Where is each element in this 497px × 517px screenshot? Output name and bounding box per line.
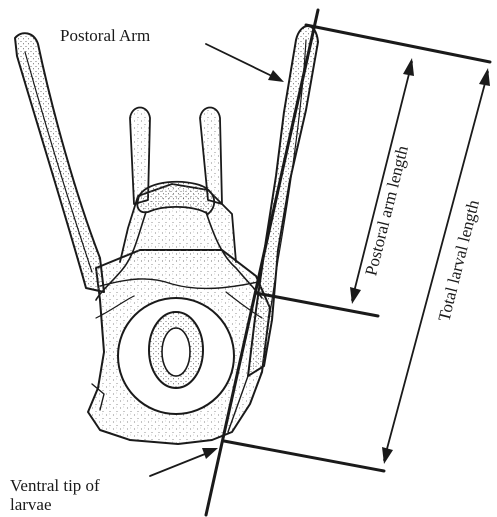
arrowhead-postoral-bottom [350, 287, 361, 304]
bottom-reference-line [224, 441, 384, 471]
postoral-arm-pointer [206, 44, 276, 78]
total-larval-length-arrow [384, 72, 488, 460]
ventral-tip-label-line2: larvae [10, 495, 52, 514]
total-larval-length-label: Total larval length [434, 198, 483, 324]
right-postoral-arm [248, 26, 318, 376]
postoral-arm-label: Postoral Arm [60, 26, 150, 45]
ventral-tip-label-line1: Ventral tip of [10, 476, 100, 495]
left-postoral-arm [15, 33, 104, 292]
top-reference-line [306, 25, 490, 62]
ventral-tip-pointer [150, 452, 210, 476]
postoral-arm-pointer-head [268, 70, 284, 82]
arrowhead-postoral-top [403, 58, 414, 76]
arrowhead-total-bottom [382, 447, 393, 464]
arrowhead-total-top [479, 68, 490, 86]
larva-body [15, 26, 318, 444]
ventral-tip-pointer-head [202, 448, 218, 459]
stomach-lumen [162, 328, 190, 376]
